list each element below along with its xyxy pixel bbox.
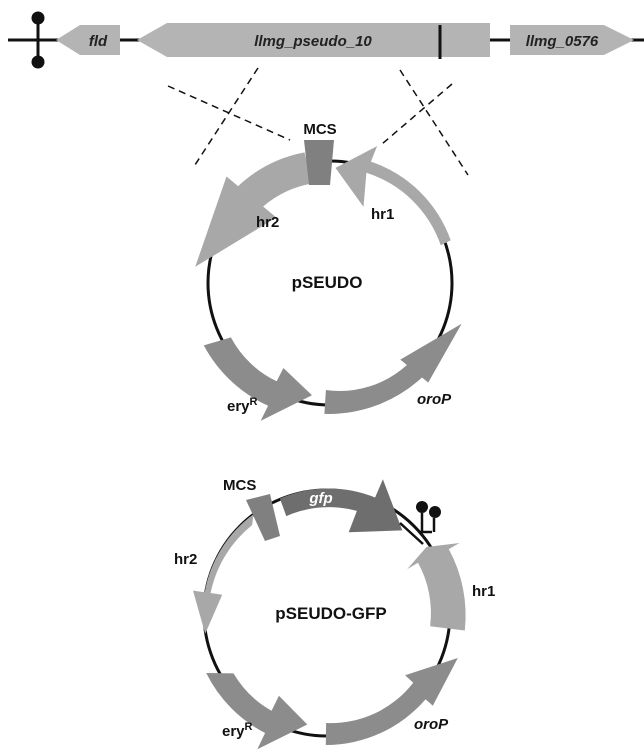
mcs-label: MCS	[223, 477, 256, 494]
genome-map: fld llmg_pseudo_10 llmg_0576	[8, 11, 644, 69]
oroP-arrow	[325, 658, 458, 745]
plasmid-name: pSEUDO-GFP	[275, 604, 386, 623]
double-terminator-symbol	[399, 501, 441, 545]
gene-label-llmg-pseudo-10: llmg_pseudo_10	[254, 33, 372, 50]
gene-label-llmg-0576: llmg_0576	[526, 33, 599, 50]
hr2-label: hr2	[256, 214, 279, 231]
mcs-label: MCS	[303, 121, 336, 138]
gene-label-fld: fld	[89, 33, 108, 50]
hr1-label: hr1	[371, 206, 394, 223]
gfp-label: gfp	[308, 490, 332, 507]
terminator-symbol	[31, 11, 45, 69]
crossover-lines	[167, 67, 469, 176]
gene-arrow-llmg-pseudo-10	[137, 23, 490, 57]
mcs-block	[246, 494, 280, 541]
oroP-label: oroP	[414, 716, 449, 733]
plasmid-name: pSEUDO	[292, 273, 363, 292]
hr1-label: hr1	[472, 583, 495, 600]
hr2-arrow	[195, 152, 313, 267]
eryR-arrow	[203, 337, 312, 421]
eryR-arrow	[206, 673, 308, 750]
plasmid-pseudo: MCS hr2 hr1 pSEUDO eryR oroP	[195, 121, 462, 421]
hr1-arrow	[335, 146, 451, 246]
plasmid-pseudo-gfp: MCS gfp hr2 hr1 pSEUDO-GFP eryR oroP	[174, 477, 495, 750]
oroP-label: oroP	[417, 391, 452, 408]
hr1-arrow	[407, 543, 466, 631]
gfp-arrow	[279, 479, 403, 533]
gene-arrow-fld	[56, 25, 120, 55]
gene-arrow-llmg-0576	[510, 25, 634, 55]
eryR-label: eryR	[227, 396, 258, 415]
mcs-block	[304, 140, 334, 185]
oroP-arrow	[324, 323, 462, 414]
hr2-label: hr2	[174, 551, 197, 568]
hr2-arrow	[193, 514, 254, 634]
eryR-label: eryR	[222, 721, 253, 740]
